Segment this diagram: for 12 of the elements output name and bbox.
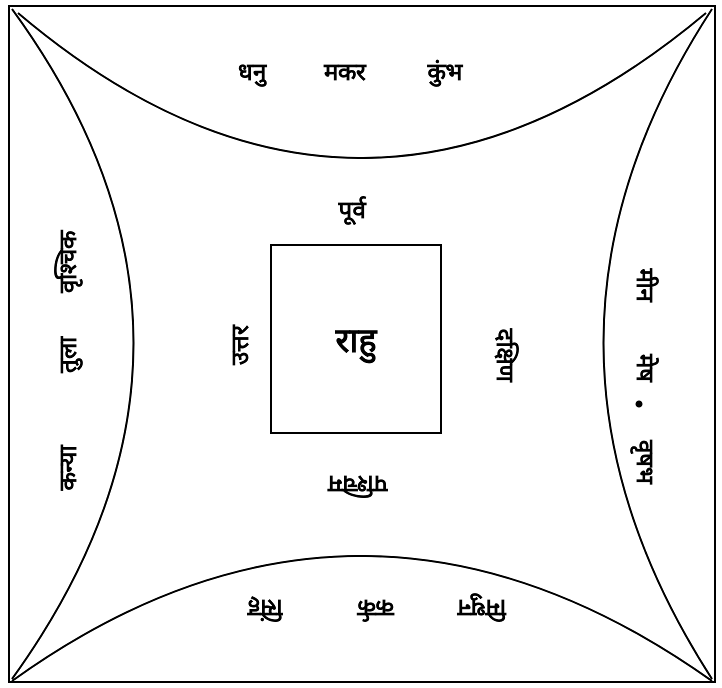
sign-label: दक्षिण <box>493 328 517 382</box>
sign-label: मीन <box>633 268 657 302</box>
center-box <box>270 244 442 434</box>
sign-label: सिंह <box>248 596 282 620</box>
center-label: राहु <box>336 316 376 362</box>
sign-label: कन्या <box>56 446 80 490</box>
sign-label: पश्चिम <box>328 472 388 496</box>
sign-label: उत्तर <box>228 325 252 365</box>
sign-label: मेष <box>633 354 657 382</box>
frame-box <box>8 5 716 683</box>
sign-label: मकर <box>324 60 366 84</box>
sign-label: कर्क <box>358 596 394 620</box>
